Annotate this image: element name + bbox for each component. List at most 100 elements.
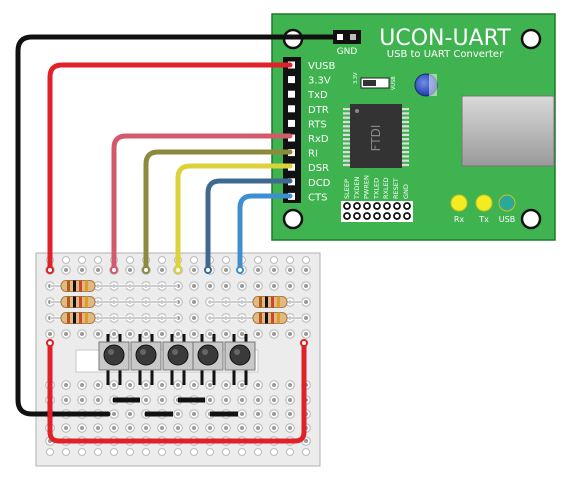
breadboard-hole-center xyxy=(256,268,260,272)
chip-pin xyxy=(402,159,409,162)
wire-rxd-pink xyxy=(111,133,293,273)
rail-hole xyxy=(286,448,294,456)
capacitor xyxy=(414,73,438,97)
resistor-band xyxy=(67,312,70,324)
chip-pin xyxy=(402,129,409,132)
header-hole xyxy=(353,202,361,210)
breadboard-hole-center xyxy=(208,332,212,336)
chip-pin xyxy=(402,142,409,145)
breadboard-hole-center xyxy=(128,412,132,416)
breadboard-hole-center xyxy=(192,332,196,336)
rail-hole xyxy=(190,448,198,456)
led-label-tx: Tx xyxy=(478,215,489,224)
resistor-band xyxy=(85,296,88,308)
breadboard-hole-center xyxy=(96,332,100,336)
header-label-rxled: RXLED xyxy=(382,177,390,199)
header-hole xyxy=(363,212,371,220)
led-rx-icon xyxy=(450,194,468,212)
breadboard-hole-center xyxy=(112,383,116,387)
resistor-band xyxy=(85,312,88,324)
push-button-highlight xyxy=(172,349,178,355)
breadboard-hole-center xyxy=(240,332,244,336)
resistor-band xyxy=(265,312,268,324)
chip-pin xyxy=(343,125,350,128)
chip-pin xyxy=(343,138,350,141)
wire-vusb-red xyxy=(47,62,293,273)
pin-label-rxd: RxD xyxy=(308,134,329,145)
breadboard-hole-center xyxy=(160,398,164,402)
chip-pin xyxy=(402,112,409,115)
mount-hole-icon xyxy=(520,208,542,230)
breadboard-hole-center xyxy=(112,412,116,416)
rail-hole xyxy=(270,256,278,264)
breadboard-hole-center xyxy=(288,268,292,272)
chip-pin xyxy=(402,125,409,128)
pin-header-pin xyxy=(288,119,295,127)
breadboard-hole-center xyxy=(96,383,100,387)
resistor-band xyxy=(259,312,262,324)
led-usb-icon xyxy=(498,194,516,212)
chip-label: FTDI xyxy=(369,125,383,152)
led-tx-icon xyxy=(475,194,493,212)
breadboard-hole-center xyxy=(144,426,148,430)
resistor-band xyxy=(79,296,82,308)
led-label-rx: Rx xyxy=(454,215,465,224)
breadboard-hole-center xyxy=(144,332,148,336)
breadboard-hole-center xyxy=(304,332,308,336)
pin-label-vusb: VUSB xyxy=(308,61,336,72)
resistor-band xyxy=(67,296,70,308)
resistor-band xyxy=(271,296,274,308)
breadboard-hole-center xyxy=(176,426,180,430)
rail-hole xyxy=(142,448,150,456)
header-label-txled: TXLED xyxy=(372,178,380,200)
chip-pin xyxy=(343,112,350,115)
rail-hole xyxy=(286,256,294,264)
chip-pin xyxy=(343,163,350,167)
push-button-highlight xyxy=(108,349,114,355)
header-label-sleep: SLEEP xyxy=(343,179,351,199)
breadboard-hole-center xyxy=(288,412,292,416)
rail-hole xyxy=(254,448,262,456)
pin-label-33v: 3.3V xyxy=(308,76,331,87)
rail-hole xyxy=(46,448,54,456)
status-leds: Rx Tx USB xyxy=(450,194,516,224)
breadboard-hole-center xyxy=(160,268,164,272)
breadboard-hole-center xyxy=(144,398,148,402)
chip-pin xyxy=(343,151,350,154)
wire-power-loop-red xyxy=(47,340,307,444)
rail-hole xyxy=(254,256,262,264)
rail-hole xyxy=(62,256,70,264)
gnd-header xyxy=(333,30,361,44)
ucon-uart-board: UCON-UART USB to UART Converter GND 3.3V… xyxy=(271,13,556,241)
chip-pin xyxy=(402,108,409,111)
breadboard-hole-center xyxy=(64,268,68,272)
breadboard-hole-center xyxy=(240,284,244,288)
header-hole xyxy=(383,202,391,210)
rail-hole xyxy=(222,448,230,456)
breadboard-hole-center xyxy=(80,383,84,387)
mount-hole-icon xyxy=(282,208,304,230)
chip-pin xyxy=(402,155,409,158)
wire-ri-olive xyxy=(143,149,293,273)
chip-pin xyxy=(343,142,350,145)
breadboard-hole-center xyxy=(224,332,228,336)
header-hole xyxy=(393,212,401,220)
breadboard-hole-center xyxy=(256,426,260,430)
push-buttons xyxy=(98,334,256,385)
chip-pin xyxy=(343,120,350,124)
pin-label-dsr: DSR xyxy=(308,163,329,174)
pin-label-dcd: DCD xyxy=(308,178,331,189)
chip-pin xyxy=(402,120,409,124)
breadboard-hole-center xyxy=(288,383,292,387)
wire-ends xyxy=(46,266,308,347)
rail-hole xyxy=(270,448,278,456)
breadboard-hole-center xyxy=(304,316,308,320)
resistor-band xyxy=(277,296,280,308)
breadboard-hole-center xyxy=(192,284,196,288)
breadboard-hole-center xyxy=(64,426,68,430)
header-hole xyxy=(353,212,361,220)
breadboard-hole-center xyxy=(272,412,276,416)
header-hole xyxy=(373,212,381,220)
led-label-usb: USB xyxy=(499,215,515,224)
